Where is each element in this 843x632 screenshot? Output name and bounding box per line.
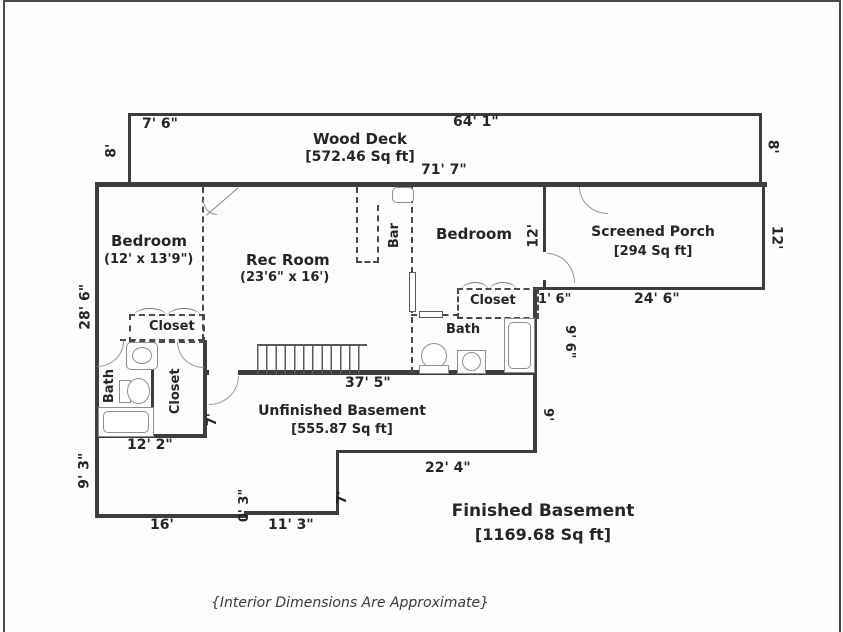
wall: [95, 514, 248, 518]
wall: [336, 450, 339, 514]
door-bar: [419, 311, 443, 318]
shower-inner-icon: [508, 322, 531, 369]
dim-west-wall-upper: 28' 6": [77, 284, 94, 330]
room-label-closet-lower-left: Closet: [167, 368, 183, 415]
room-label-unfinished-basement: Unfinished Basement: [258, 403, 426, 419]
room-label-screened-porch: Screened Porch: [591, 224, 715, 240]
bathtub-inner-icon: [103, 411, 149, 433]
page-border: [3, 0, 841, 632]
wall: [543, 185, 546, 252]
wall: [128, 113, 131, 185]
area-wood-deck: [572.46 Sq ft]: [305, 149, 415, 165]
closet-rod-icon: [461, 282, 489, 291]
dim-east-wall-lower: 9': [540, 408, 556, 422]
wall: [762, 185, 765, 290]
closet-rod-icon: [133, 308, 167, 317]
bar-sink-icon: [392, 187, 414, 203]
room-dims-bedroom-left: (12' x 13'9"): [104, 252, 194, 267]
room-label-closet-upper-left: Closet: [149, 319, 195, 334]
room-label-rec-room: Rec Room: [246, 251, 330, 269]
dim-unfinished-width: 22' 4": [425, 460, 471, 476]
wall: [336, 450, 537, 453]
dimensions-note: {Interior Dimensions Are Approximate}: [210, 595, 490, 611]
area-unfinished-basement: [555.87 Sq ft]: [291, 422, 393, 437]
room-dims-rec-room: (23'6" x 16'): [240, 270, 330, 285]
wall: [534, 287, 765, 290]
room-label-wood-deck: Wood Deck: [312, 130, 408, 148]
dim-bedroom-right-depth: 12': [525, 223, 542, 248]
dim-porch-depth: 12': [768, 225, 785, 250]
wall: [203, 340, 207, 438]
wall: [95, 182, 767, 187]
door-bar: [409, 272, 416, 312]
room-label-bath-right: Bath: [446, 322, 481, 337]
room-label-bar: Bar: [386, 223, 402, 249]
partition-bedroom-recroom: [202, 187, 204, 340]
wall: [238, 370, 537, 375]
closet-rod-icon: [167, 308, 201, 317]
wall: [759, 113, 762, 185]
sink-basin-icon: [132, 347, 152, 364]
dim-west-wall-lower: 9' 3": [76, 452, 93, 489]
room-label-bath-left: Bath: [101, 368, 117, 404]
plan-title: Finished Basement: [451, 501, 635, 521]
dim-stair-wall: 37' 5": [345, 375, 391, 391]
partition-bath-left: [120, 339, 204, 341]
room-label-bedroom-left: Bedroom: [111, 232, 187, 250]
dim-south-step: 0' 3": [236, 488, 252, 523]
room-label-bedroom-right: Bedroom: [436, 225, 512, 243]
dim-deck-depth-right: 8': [764, 139, 781, 154]
plan-title-area: [1169.68 Sq ft]: [474, 525, 612, 544]
dim-south-wall-left: 16': [150, 517, 174, 533]
wall: [128, 113, 762, 116]
dim-porch-offset: 1' 6": [538, 292, 572, 307]
dim-closet-wall: 7': [204, 413, 220, 427]
toilet-base-icon: [419, 365, 449, 374]
dim-deck-offset: 7' 6": [142, 116, 178, 132]
dim-deck-width: 64' 1": [453, 114, 499, 130]
dim-south-wall-mid: 11' 3": [268, 517, 314, 533]
wall: [543, 280, 546, 290]
dim-bath-block-width: 12' 2": [127, 437, 173, 453]
room-label-closet-right: Closet: [470, 293, 516, 308]
dim-step-wall: 7': [334, 491, 350, 505]
dim-porch-width: 24' 6": [634, 291, 680, 307]
bar-counter: [356, 261, 379, 263]
sink-basin-icon: [462, 352, 481, 371]
bar-counter: [377, 205, 379, 263]
wall: [151, 340, 154, 412]
closet-rod-icon: [489, 282, 517, 291]
toilet-icon: [127, 378, 150, 404]
bar-counter: [356, 187, 358, 263]
wall: [245, 511, 339, 515]
dim-east-wall-upper: 9' 6": [562, 325, 578, 359]
stairs: [257, 344, 367, 374]
area-screened-porch: [294 Sq ft]: [613, 244, 693, 259]
dim-deck-depth-left: 8': [103, 143, 120, 158]
dim-house-width: 71' 7": [421, 162, 467, 178]
